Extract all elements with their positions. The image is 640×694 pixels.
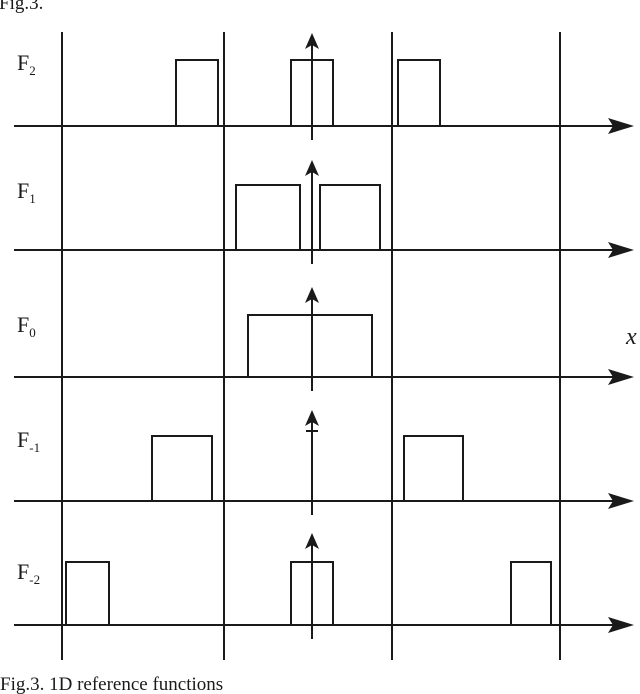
row-label-subscript: -2 (29, 572, 40, 587)
row-label: F0 (17, 312, 36, 340)
row-group: F-2 (14, 533, 634, 639)
row-label-subscript: 0 (29, 325, 36, 340)
row-label-main: F (17, 427, 29, 452)
arrow-right-icon (608, 617, 634, 633)
row-group: F0 (14, 287, 634, 391)
row-group: F-1 (14, 410, 634, 515)
pulse-rect (319, 184, 381, 250)
row-label-main: F (17, 312, 29, 337)
row-label-subscript: -1 (29, 440, 40, 455)
arrow-right-icon (608, 369, 634, 385)
arrow-up-icon (305, 533, 319, 549)
row-label-main: F (17, 50, 29, 75)
arrow-right-icon (608, 242, 634, 258)
row-label: F2 (17, 50, 36, 78)
row-label-main: F (17, 559, 29, 584)
arrow-up-icon (305, 33, 319, 49)
row-label-subscript: 1 (29, 191, 36, 206)
pulse-rect (510, 561, 552, 625)
figure-caption: Fig.3. 1D reference functions (0, 674, 223, 694)
grid-lines (61, 32, 561, 660)
pulse-rect (175, 59, 219, 126)
row-label-main: F (17, 178, 29, 203)
row-label: F-2 (17, 559, 40, 587)
pulse-rect (235, 184, 301, 250)
arrow-up-icon (305, 410, 319, 426)
arrow-right-icon (608, 118, 634, 134)
row-label: F1 (17, 178, 36, 206)
figure-header: Fig.3. (0, 0, 43, 14)
row-label: F-1 (17, 427, 40, 455)
x-axis-label: x (625, 324, 637, 350)
row-label-subscript: 2 (29, 63, 36, 78)
row-group: F1 (14, 160, 634, 264)
arrow-up-icon (305, 287, 319, 303)
pulse-rect (151, 435, 213, 501)
pulse-rect (397, 59, 441, 126)
arrow-up-icon (305, 160, 319, 176)
arrow-right-icon (608, 493, 634, 509)
pulse-rect (403, 435, 464, 501)
pulse-rect (247, 314, 373, 377)
row-group: F2 (14, 33, 634, 140)
pulse-rect (65, 561, 110, 625)
